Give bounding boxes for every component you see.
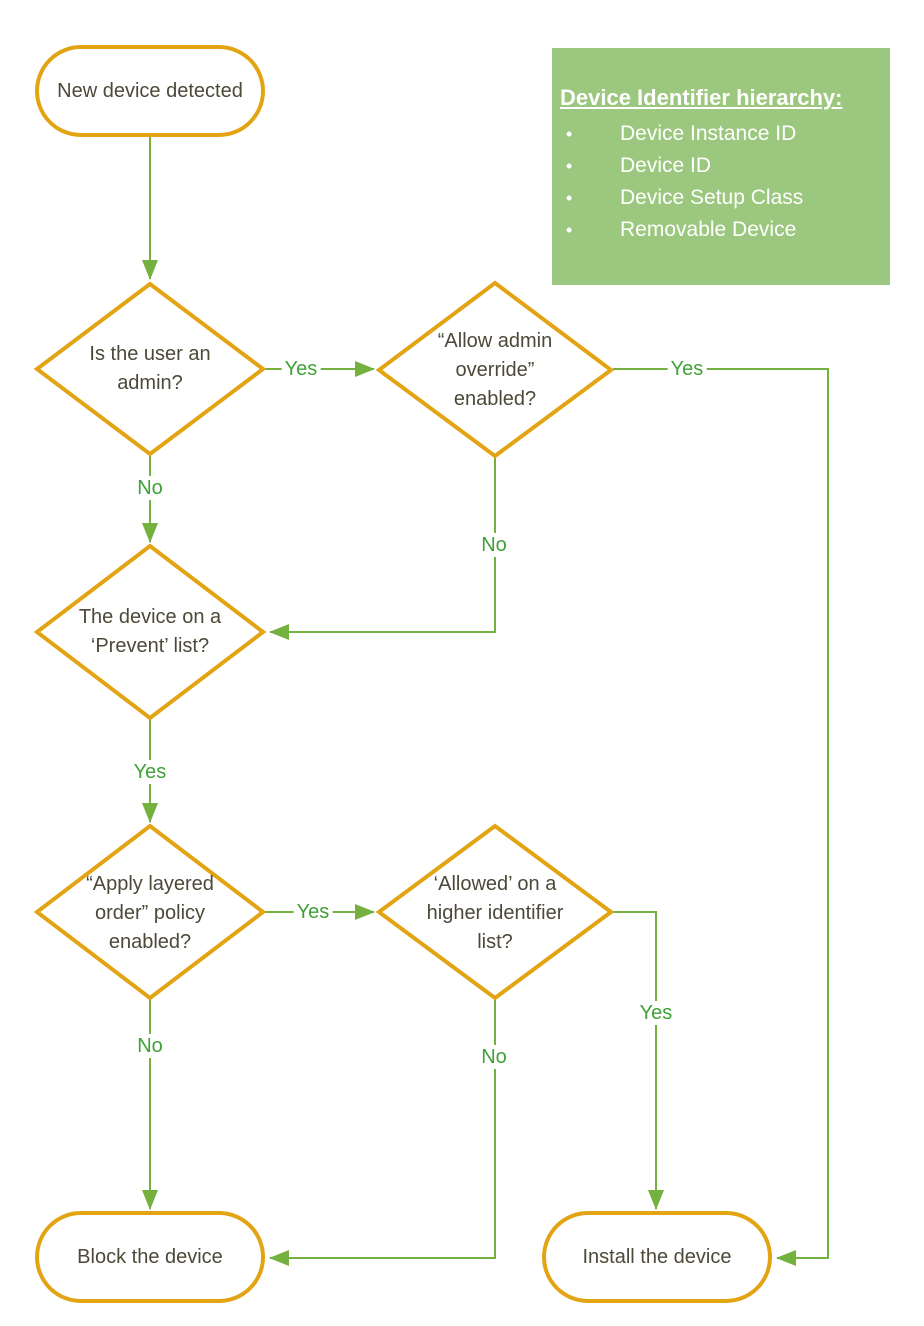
decision-is-admin-label: Is the user an admin? (89, 343, 211, 394)
device-identifier-hierarchy-legend: Device Identifier hierarchy: • Device In… (552, 48, 890, 285)
edge-higher-yes-to-install (613, 911, 664, 1210)
legend-item: • Device ID (560, 150, 880, 182)
decision-prevent-list-label: The device on a ‘Prevent’ list? (78, 606, 222, 657)
decision-allow-override-label: “Allow admin override” enabled? (437, 329, 553, 410)
legend-title: Device Identifier hierarchy: (560, 85, 843, 110)
edge-higher-no-to-block (269, 999, 496, 1266)
bullet-icon: • (566, 124, 573, 144)
block-node-shape (35, 1211, 265, 1303)
edge-label-layered-no: No (134, 1034, 166, 1058)
edge-label-layered-yes: Yes (293, 900, 333, 924)
edge-label-higher-yes: Yes (636, 1001, 676, 1025)
edge-override-yes-to-install (613, 368, 829, 1266)
install-node-label: Install the device (582, 1245, 732, 1268)
decision-layered-order-label: “Apply layered order” policy enabled? (86, 872, 214, 953)
legend-item-label: Device Instance ID (620, 122, 797, 145)
edge-label-override-no: No (478, 533, 510, 557)
edge-override-no-to-prevent (269, 457, 496, 640)
legend-item-label: Removable Device (620, 218, 797, 241)
start-node-shape (35, 45, 265, 137)
decision-is-admin-shape (33, 281, 267, 457)
edge-label-admin-yes: Yes (281, 357, 321, 381)
bullet-icon: • (566, 220, 573, 240)
decision-prevent-list-shape (33, 543, 267, 721)
edge-label-higher-no: No (478, 1045, 510, 1069)
legend-item: • Removable Device (560, 214, 880, 246)
start-node-label: New device detected (57, 79, 243, 102)
install-node-shape (542, 1211, 772, 1303)
decision-higher-identifier-label: ‘Allowed’ on a higher identifier list? (426, 872, 564, 953)
legend-item-label: Device ID (620, 154, 712, 177)
legend-item: • Device Instance ID (560, 118, 880, 150)
edge-label-override-yes: Yes (667, 357, 707, 381)
decision-layered-order-shape (33, 823, 267, 1001)
legend-item: • Device Setup Class (560, 182, 880, 214)
decision-allow-override-shape (375, 280, 615, 459)
legend-item-label: Device Setup Class (620, 186, 804, 209)
block-node-label: Block the device (77, 1245, 223, 1268)
edge-label-prevent-yes: Yes (130, 760, 170, 784)
bullet-icon: • (566, 188, 573, 208)
bullet-icon: • (566, 156, 573, 176)
decision-higher-identifier-shape (375, 823, 615, 1001)
edge-label-admin-no: No (134, 476, 166, 500)
